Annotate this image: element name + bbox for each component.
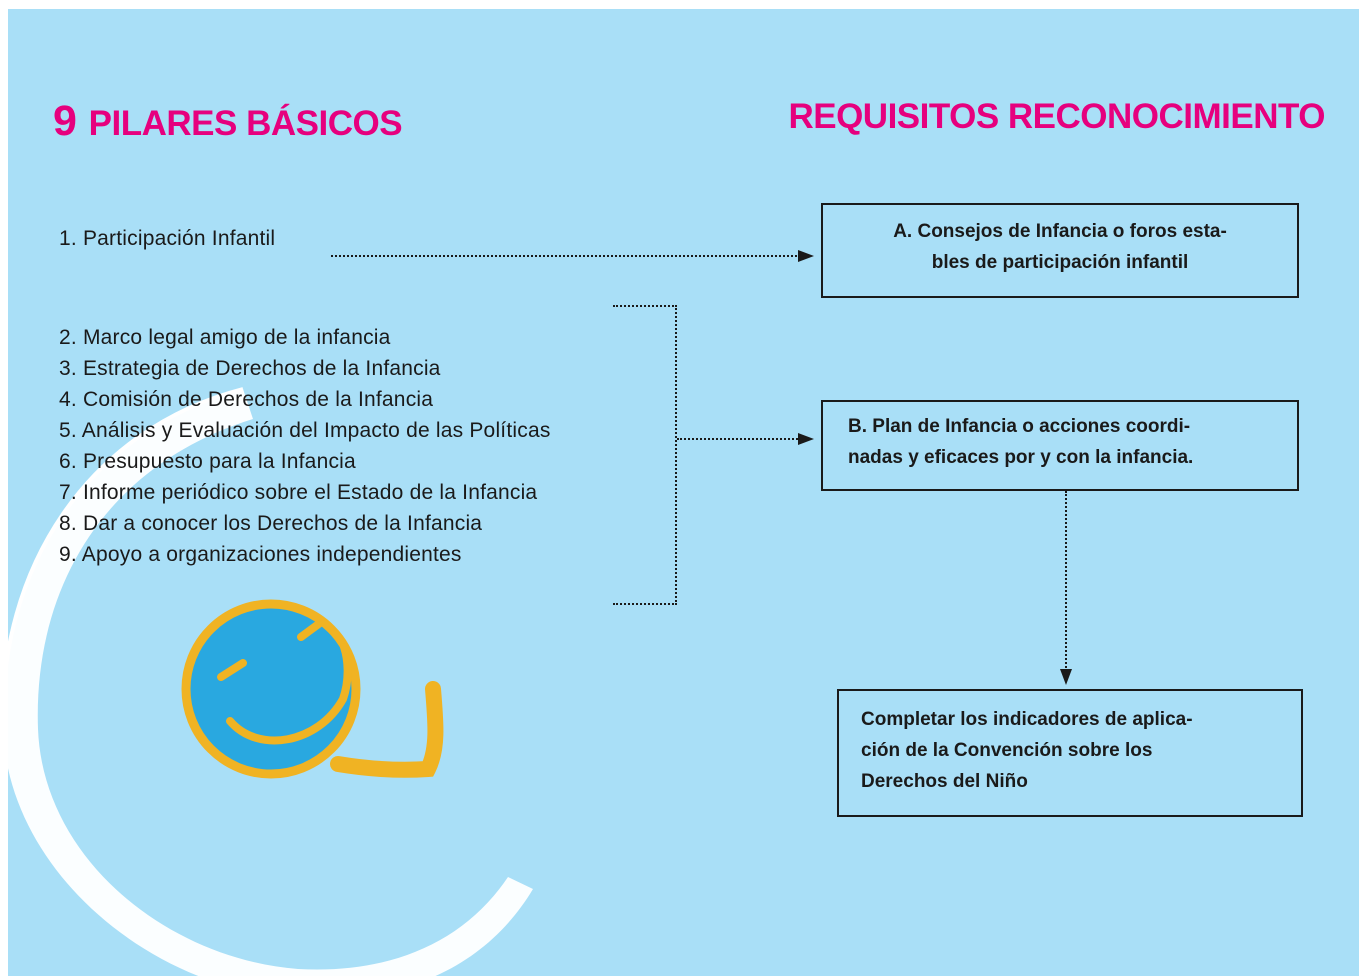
pillar-item-3: 3. Estrategia de Derechos de la Infancia <box>59 357 441 380</box>
pillar-item-1: 1. Participación Infantil <box>59 227 276 250</box>
pillars-title-text: PILARES BÁSICOS <box>88 104 403 143</box>
pillar-item-8: 8. Dar a conocer los Derechos de la Infa… <box>59 512 483 535</box>
swirl-shape <box>8 389 533 976</box>
requirement-a-line-2: bles de participación infantil <box>931 252 1189 273</box>
connector-b <box>677 438 801 440</box>
requirement-c-box: Completar los indicadores de aplica- ció… <box>837 689 1303 817</box>
pillar-item-2: 2. Marco legal amigo de la infancia <box>59 326 391 349</box>
pillar-item-5: 5. Análisis y Evaluación del Impacto de … <box>59 419 551 442</box>
requirement-c-line-3: Derechos del Niño <box>861 771 1028 792</box>
bracket-vertical <box>675 305 677 605</box>
pillar-list: 2. Marco legal amigo de la infancia 3. E… <box>59 322 551 570</box>
requirements-title: REQUISITOS RECONOCIMIENTO <box>788 97 1325 136</box>
connector-a <box>331 255 801 257</box>
requirement-c-line-2: ción de la Convención sobre los <box>861 740 1153 761</box>
requirement-c-line-1: Completar los indicadores de aplica- <box>861 709 1193 730</box>
smiley-face <box>181 599 361 779</box>
smiley-eye-right <box>297 619 324 641</box>
pillar-item-7: 7. Informe periódico sobre el Estado de … <box>59 481 538 504</box>
requirement-b-box: B. Plan de Infancia o acciones coordi- n… <box>821 400 1299 491</box>
pillar-item-6: 6. Presupuesto para la Infancia <box>59 450 356 473</box>
smiley-tail <box>330 681 444 778</box>
bracket-bottom <box>613 603 677 605</box>
requirement-b-line-1: B. Plan de Infancia o acciones coordi- <box>848 416 1191 437</box>
requirement-b-line-2: nadas y eficaces por y con la infancia. <box>848 447 1194 468</box>
smiley-logo-icon <box>8 387 533 976</box>
bracket-top <box>613 305 677 307</box>
smiley-mouth <box>226 643 352 745</box>
arrow-c-icon <box>1060 669 1072 685</box>
pillar-item-9: 9. Apoyo a organizaciones independientes <box>59 543 462 566</box>
requirement-a-line-1: A. Consejos de Infancia o foros esta- <box>893 221 1227 242</box>
pillar-item-4: 4. Comisión de Derechos de la Infancia <box>59 388 434 411</box>
requirement-a-box: A. Consejos de Infancia o foros esta- bl… <box>821 203 1299 298</box>
smiley-eye-left <box>217 659 247 681</box>
pillars-title-number: 9 <box>53 97 77 145</box>
pillars-title: 9 PILARES BÁSICOS <box>53 97 403 146</box>
connector-c <box>1065 491 1067 671</box>
swirl-outline <box>8 387 244 667</box>
arrow-b-icon <box>798 433 814 445</box>
diagram-panel: 9 PILARES BÁSICOS REQUISITOS RECONOCIMIE… <box>8 9 1359 976</box>
arrow-a-icon <box>798 250 814 262</box>
